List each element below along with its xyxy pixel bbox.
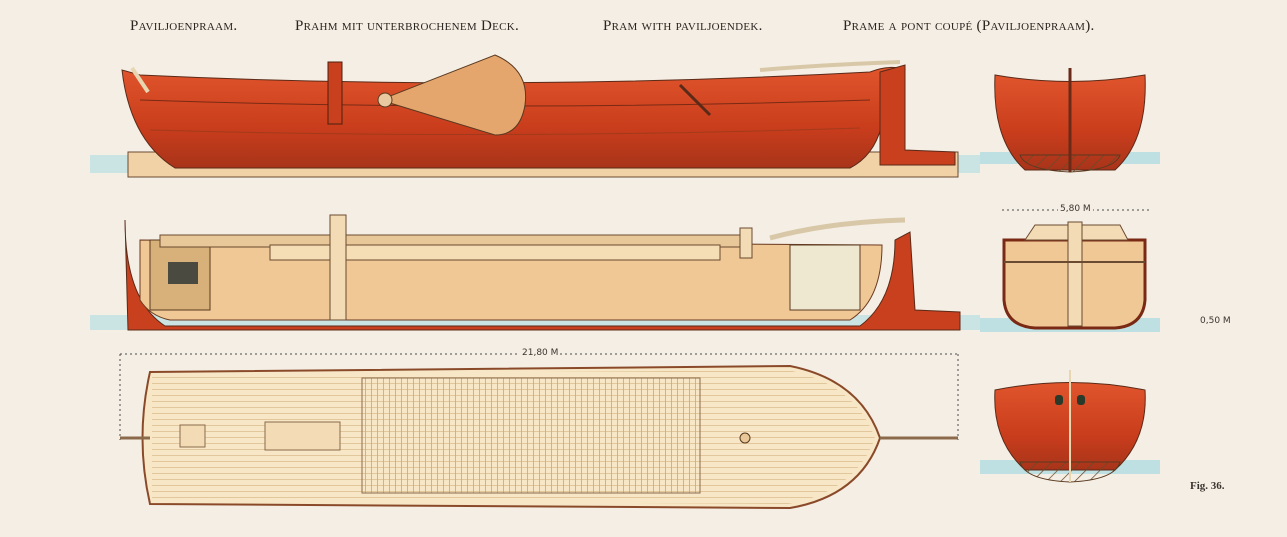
title-german: Prahm mit unterbrochenem Deck. [295,18,520,34]
cross-section-view [980,209,1160,332]
bow-view [980,370,1160,483]
plan-view [119,353,959,510]
title-french: Prame a pont coupé (Paviljoenpraam). [843,18,1095,34]
figure-label: Fig. 36. [1190,480,1225,492]
title-dutch: Paviljoenpraam. [130,18,238,34]
side-view [90,54,980,178]
section-view [90,214,980,331]
stern-view [980,68,1160,173]
beam-dimension: 5,80 M [1058,204,1093,214]
title-english: Pram with paviljoendek. [603,18,763,34]
draught-dimension: 0,50 M [1200,316,1231,326]
length-dimension: 21,80 M [520,348,561,358]
